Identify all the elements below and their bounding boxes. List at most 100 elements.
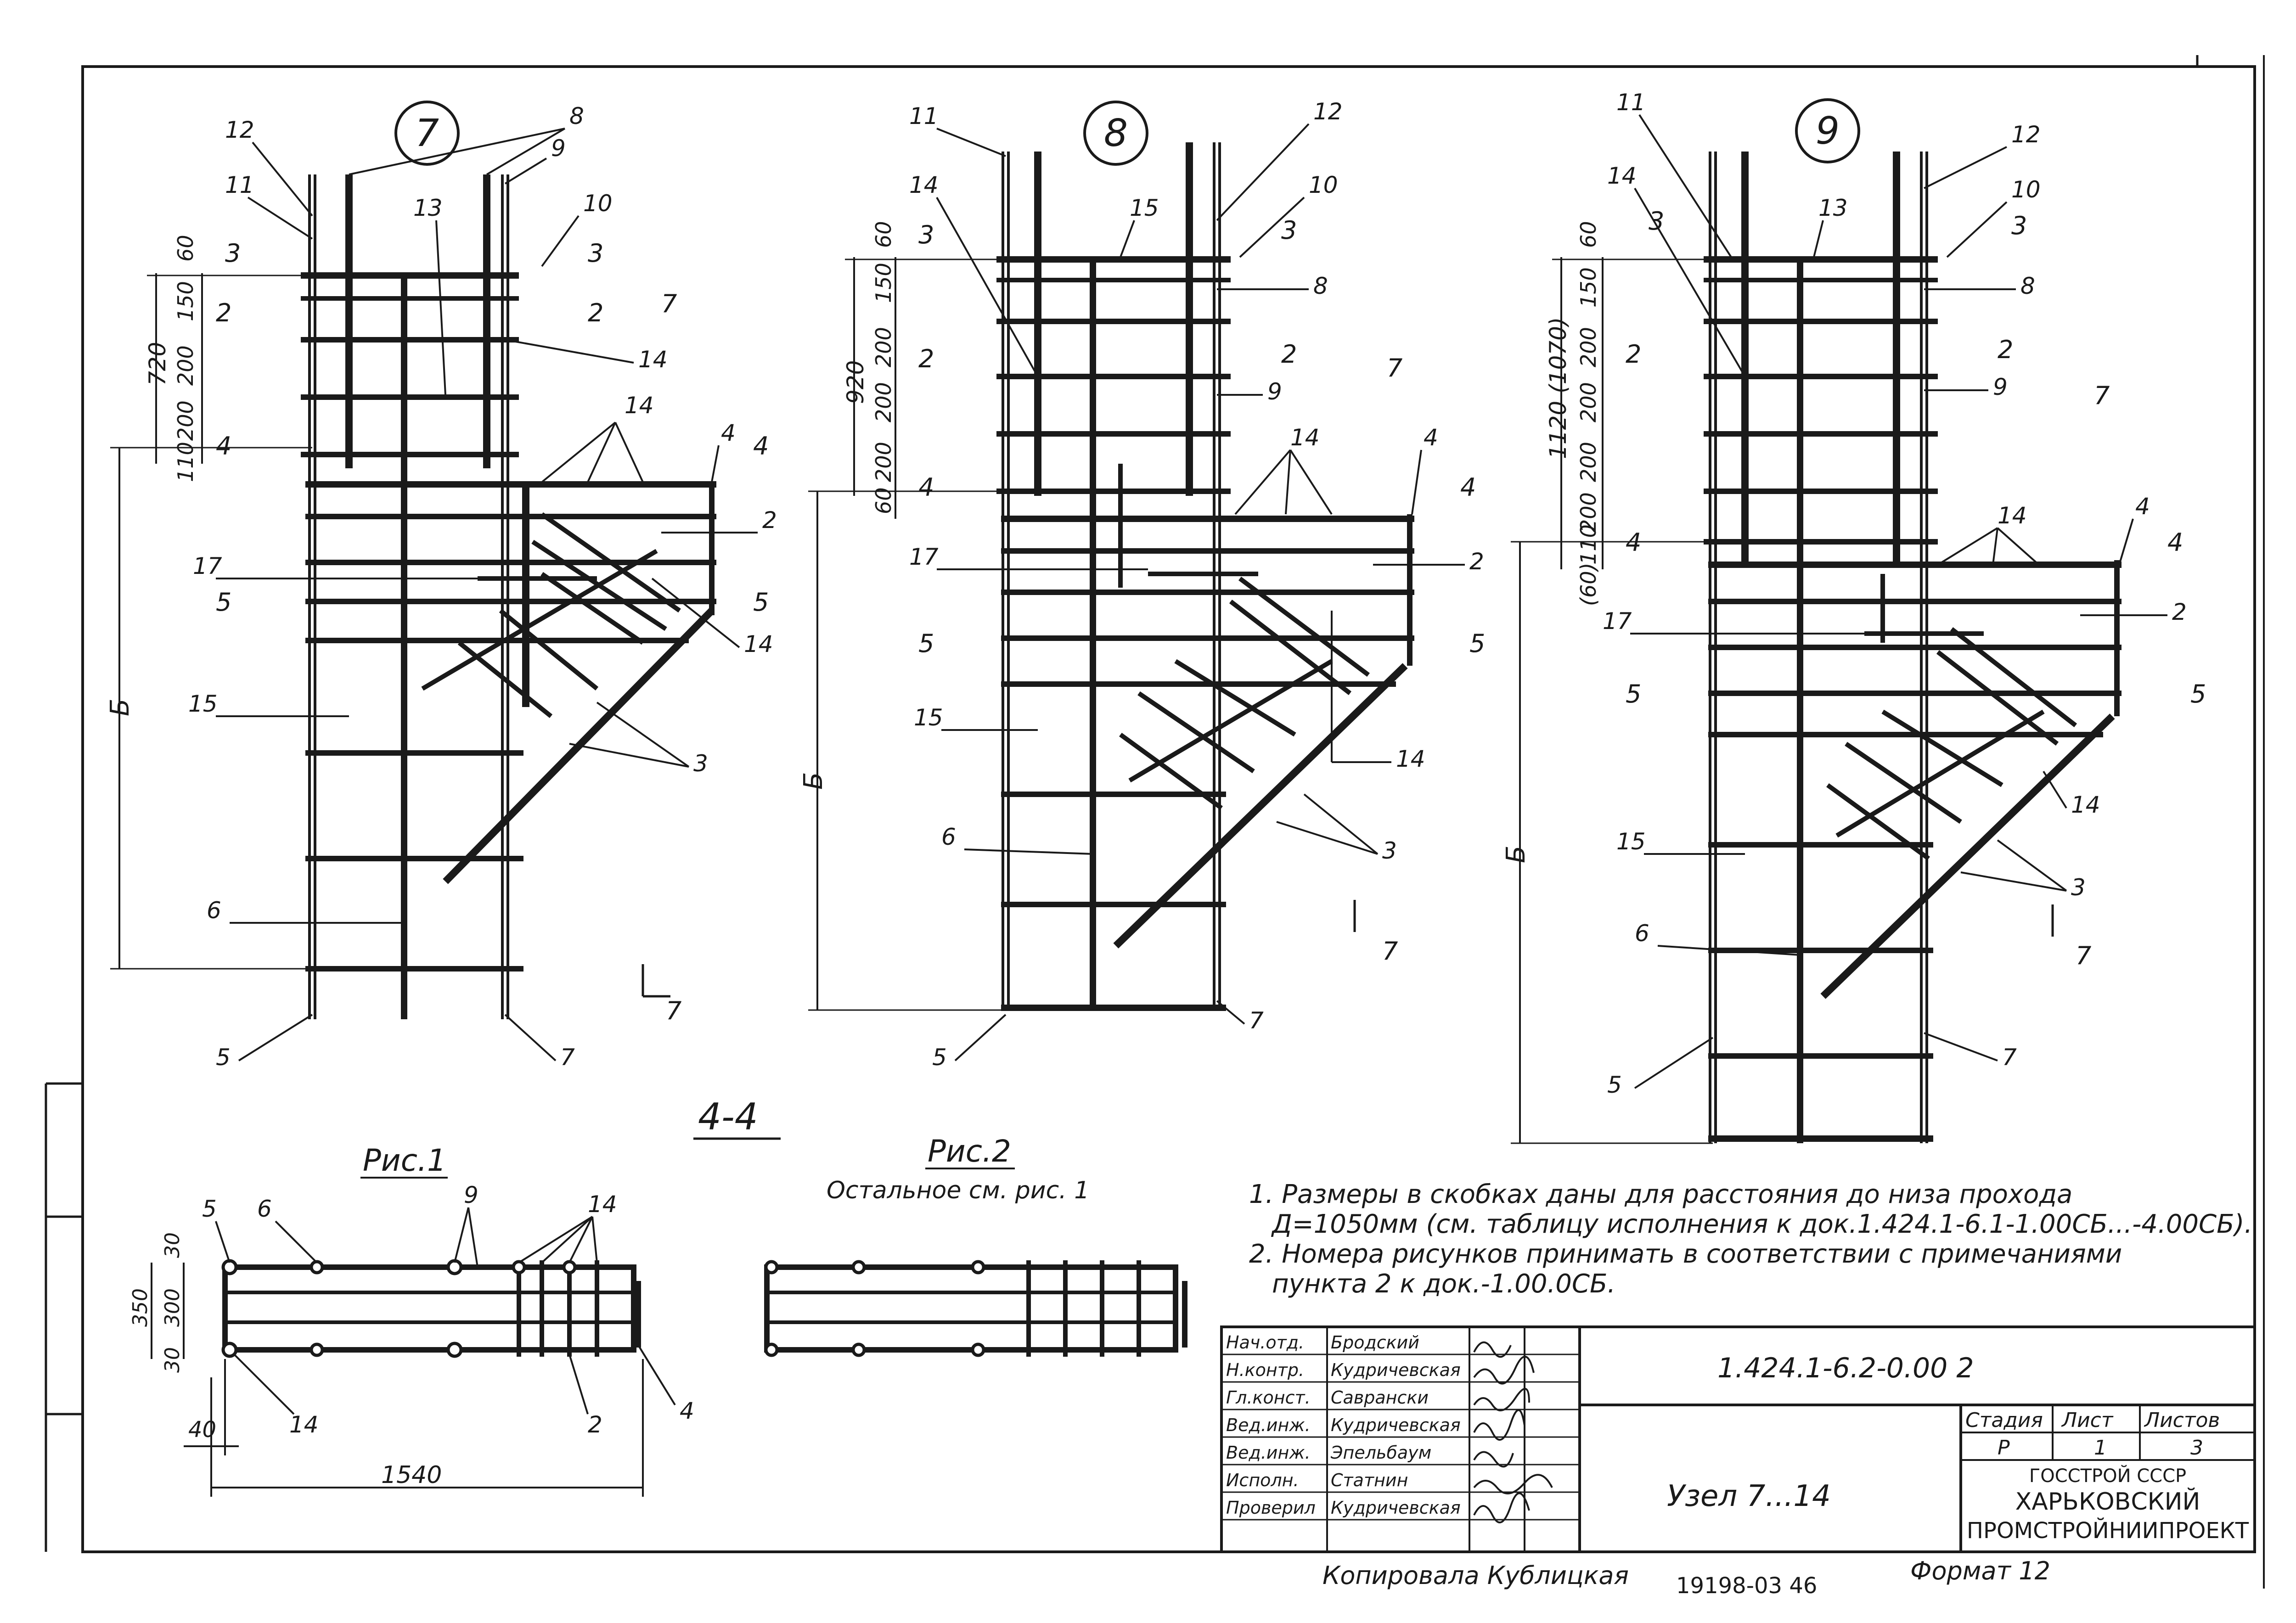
note-line-3: 2. Номера рисунков принимать в соответст…: [1249, 1239, 2122, 1269]
fig7-dim-110: 110: [173, 442, 198, 482]
fig9-callout-15: 15: [1616, 828, 1646, 855]
fig9-section-2r: 2: [1998, 335, 2013, 364]
fig9-dim-1120: 1120 (1070): [1545, 317, 1571, 459]
fig9-callout-12: 12: [2011, 121, 2041, 148]
fig8-section-3r: 3: [1281, 216, 1297, 245]
fig1-dim-40: 40: [188, 1417, 216, 1443]
fig8-callout-2: 2: [1469, 548, 1484, 575]
fig9-callout-2: 2: [2172, 599, 2187, 625]
tb-org-1: ГОССТРОЙ СССР: [2029, 1465, 2186, 1487]
fig7-section-3r: 3: [588, 239, 603, 268]
fig8-dim-200c: 200: [871, 442, 896, 482]
tb-sheets: 3: [2190, 1436, 2203, 1460]
tb-sheet: 1: [2094, 1436, 2107, 1460]
fig1-callout-5: 5: [202, 1196, 217, 1222]
fig7-callout-14a: 14: [638, 346, 668, 373]
fig9-callout-10: 10: [2011, 176, 2041, 203]
fig9-callout-8: 8: [2020, 273, 2035, 299]
tb-name-4: Кудричевская: [1331, 1415, 1461, 1435]
fig8-section-2r: 2: [1281, 340, 1297, 369]
fig8-callout-10: 10: [1309, 172, 1338, 198]
fig8-dim-60: 60: [871, 221, 896, 248]
fig1-dim-30b: 30: [161, 1347, 184, 1373]
fig1-dim-1540: 1540: [381, 1461, 442, 1489]
footer-copied: Копировала Кублицкая: [1322, 1561, 1629, 1590]
fig9-callout-11: 11: [1616, 89, 1646, 116]
fig7-callout-9: 9: [551, 135, 566, 162]
fig1-callout-14: 14: [588, 1191, 617, 1218]
fig8-section-5: 5: [918, 629, 934, 658]
fig9-callout-14b: 14: [1998, 502, 2027, 529]
fig9-dim-110: 110: [1576, 524, 1601, 565]
node-7-drawing: 7 3 2: [105, 101, 777, 1071]
fig9-section-3r: 3: [2011, 211, 2027, 240]
tb-org-2: ХАРЬКОВСКИЙ: [2015, 1488, 2200, 1516]
fig8-callout-7: 7: [1249, 1007, 1264, 1034]
fig9-dim-150: 150: [1576, 267, 1601, 308]
node-8-label: 8: [1104, 112, 1128, 155]
fig7-section-4r: 4: [753, 432, 769, 461]
fig9-section-4r: 4: [2167, 528, 2183, 557]
fig7-callout-8: 8: [569, 103, 584, 129]
tb-role-3: Гл.конст.: [1226, 1387, 1311, 1408]
tb-role-6: Исполн.: [1226, 1470, 1299, 1490]
tb-name-6: Статнин: [1331, 1470, 1408, 1490]
note-line-2: Д=1050мм (см. таблицу исполнения к док.1…: [1271, 1209, 2252, 1239]
fig8-dim-60b: 60: [871, 487, 896, 514]
fig1-dim-350: 350: [129, 1288, 152, 1327]
tb-doc-code: 1.424.1-6.2-0.00 2: [1717, 1352, 1974, 1384]
fig8-dim-200a: 200: [871, 327, 896, 367]
fig8-section-5r: 5: [1469, 629, 1485, 658]
fig7-callout-4: 4: [721, 420, 736, 446]
node-8-drawing: 8 3 2 4 5 3 2: [799, 98, 1485, 1071]
node-9-drawing: 9 3 2 4 5 3: [1501, 89, 2206, 1144]
fig7-dim-720: 720: [144, 342, 171, 386]
fig7-callout-5: 5: [216, 1044, 231, 1071]
node-7-label: 7: [415, 112, 439, 155]
fig2-title: Рис.2: [928, 1134, 1011, 1169]
tb-name-7: Кудричевская: [1331, 1498, 1461, 1518]
fig8-callout-14b: 14: [1290, 424, 1320, 451]
fig9-section-7a: 7: [2094, 381, 2110, 410]
title-block: Нач.отд. Н.контр. Гл.конст. Вед.инж. Вед…: [1220, 1325, 2256, 1553]
fig8-callout-4: 4: [1424, 424, 1438, 451]
fig8-callout-5: 5: [932, 1044, 947, 1071]
fig8-callout-14a: 14: [909, 172, 939, 198]
fig1-callout-4: 4: [680, 1398, 694, 1424]
fig7-callout-14c: 14: [744, 631, 773, 657]
tb-name-1: Бродский: [1331, 1332, 1419, 1353]
fig7-dim-150: 150: [173, 281, 198, 321]
fig7-callout-12: 12: [225, 117, 254, 143]
section-4-4: 4-4 Рис.1 Рис.2 Остальное см. рис. 1 30 …: [129, 1095, 1187, 1497]
fig7-dim-B: Б: [105, 699, 135, 716]
tb-role-5: Вед.инж.: [1226, 1443, 1311, 1463]
fig7-section-3: 3: [225, 239, 241, 268]
fig7-callout-10: 10: [583, 190, 613, 217]
fig9-dim-60: 60: [1576, 221, 1601, 248]
fig9-section-2: 2: [1626, 340, 1641, 369]
fig8-callout-12: 12: [1313, 98, 1343, 125]
fig8-callout-14c: 14: [1396, 746, 1425, 772]
note-line-1: 1. Размеры в скобках даны для расстояния…: [1249, 1179, 2072, 1209]
fig8-dim-B: Б: [799, 772, 828, 790]
tb-sheet-label: Лист: [2061, 1409, 2114, 1432]
tb-name-5: Эпельбаум: [1330, 1443, 1431, 1463]
tb-sheets-label: Листов: [2144, 1409, 2220, 1432]
fig9-callout-3: 3: [2071, 874, 2086, 901]
fig8-section-2: 2: [918, 344, 934, 373]
fig9-callout-13: 13: [1818, 195, 1848, 221]
fig9-section-5r: 5: [2190, 680, 2206, 708]
fig9-dim-60b: (60): [1576, 563, 1601, 606]
fig9-callout-5: 5: [1607, 1072, 1622, 1098]
fig7-section-5: 5: [216, 588, 231, 617]
tb-name-2: Кудричевская: [1331, 1360, 1461, 1380]
fig7-callout-11: 11: [225, 172, 254, 198]
fig8-section-7a: 7: [1387, 354, 1402, 382]
fig9-section-7b: 7: [2076, 941, 2091, 970]
tb-role-1: Нач.отд.: [1226, 1332, 1304, 1353]
fig1-dim-300: 300: [161, 1288, 184, 1327]
fig7-dim-60: 60: [173, 235, 198, 262]
notes: 1. Размеры в скобках даны для расстояния…: [1249, 1179, 2252, 1299]
fig8-section-4r: 4: [1460, 473, 1476, 502]
